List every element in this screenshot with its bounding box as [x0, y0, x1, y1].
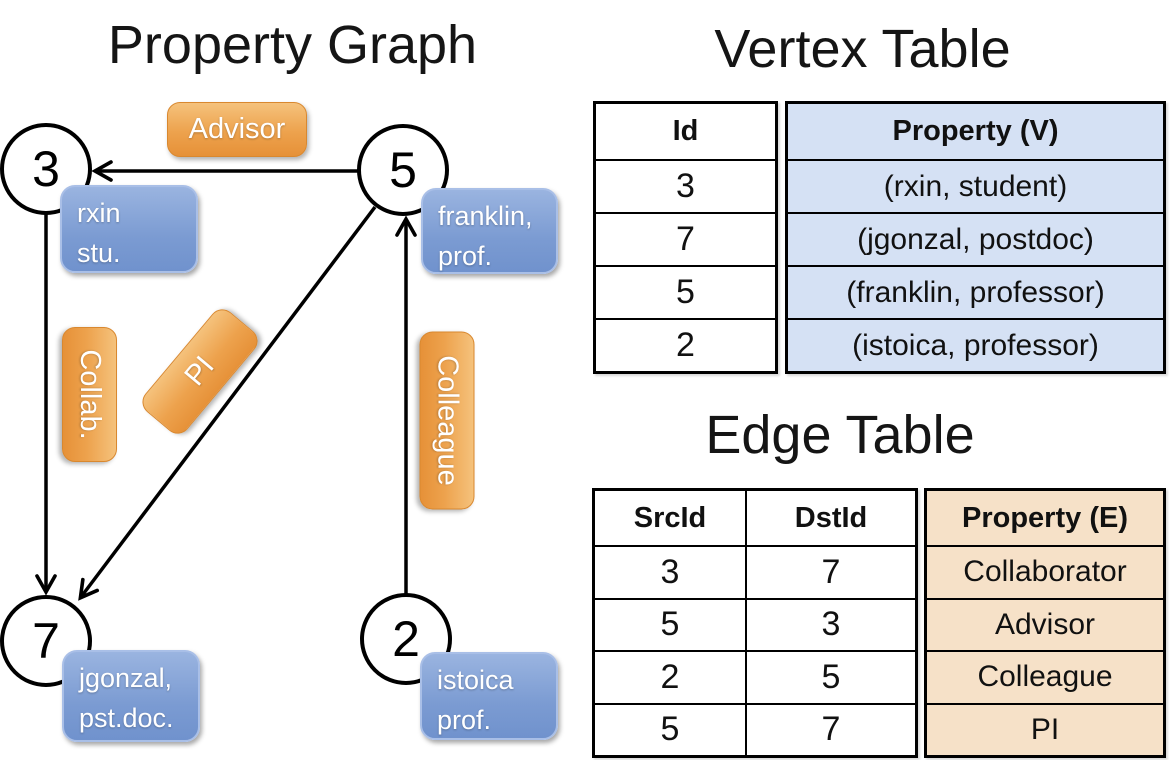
vertex-table-property-column: Property (V) (rxin, student) (jgonzal, p…	[785, 101, 1166, 374]
vertex-property-cell: (franklin, professor)	[788, 265, 1163, 318]
node-property-box-7: jgonzal, pst.doc.	[62, 650, 200, 742]
vertex-id-cell: 3	[596, 159, 775, 212]
edge-srcid-cell: 5	[595, 597, 745, 651]
node-id-3: 3	[32, 141, 60, 197]
node-id-5: 5	[389, 142, 417, 198]
edge-property-cell: Advisor	[927, 597, 1163, 650]
edge-arrow-5-to-7	[78, 205, 377, 601]
edge-label-collab: Collab.	[62, 327, 117, 462]
edge-property-cell: PI	[927, 702, 1163, 755]
edge-dstid-cell: 3	[745, 597, 915, 650]
vertex-id-cell: 2	[596, 318, 775, 371]
node-property-line: pst.doc.	[79, 703, 174, 733]
node-property-line: jgonzal,	[79, 663, 173, 693]
edge-table-title: Edge Table	[705, 405, 975, 465]
property-graph-title: Property Graph	[107, 15, 478, 75]
vertex-property-cell: (jgonzal, postdoc)	[788, 212, 1163, 265]
edge-dstid-cell: 5	[745, 650, 915, 703]
edge-col-header-srcid: SrcId	[633, 501, 707, 534]
edge-srcid-cell: 2	[595, 650, 745, 703]
edge-srcid-cell: 3	[595, 545, 745, 598]
edge-dstid-cell: 7	[745, 545, 915, 598]
edge-table-property-column: Property (E) Collaborator Advisor Collea…	[924, 488, 1166, 758]
vertex-id-cell: 5	[596, 265, 775, 318]
node-property-box-2: istoica prof.	[420, 652, 558, 740]
edge-label-colleague: Colleague	[419, 331, 475, 510]
node-property-line: istoica	[437, 665, 514, 695]
vertex-table-id-column: Id 3 7 5 2	[593, 101, 778, 374]
node-id-7: 7	[32, 613, 60, 669]
node-property-line: prof.	[438, 241, 493, 271]
vertex-col-header-id: Id	[672, 115, 699, 147]
vertex-property-cell: (istoica, professor)	[788, 318, 1163, 371]
node-property-line: franklin,	[438, 201, 533, 231]
edge-col-header-dstid: DstId	[745, 491, 915, 545]
edge-property-cell: Colleague	[927, 650, 1163, 703]
node-id-2: 2	[392, 611, 420, 667]
edge-col-header-property: Property (E)	[927, 491, 1163, 545]
node-property-line: rxin	[77, 198, 121, 228]
edge-dstid-cell: 7	[745, 702, 915, 755]
node-property-line: stu.	[77, 238, 121, 268]
edge-srcid-cell: 5	[595, 702, 745, 756]
edge-label-advisor: Advisor	[167, 102, 307, 157]
vertex-property-cell: (rxin, student)	[788, 159, 1163, 212]
node-property-box-3: rxin stu.	[60, 185, 198, 273]
vertex-table-title: Vertex Table	[714, 19, 1011, 79]
vertex-id-cell: 7	[596, 212, 775, 265]
edge-property-cell: Collaborator	[927, 545, 1163, 598]
node-property-line: prof.	[437, 705, 492, 735]
edge-table-id-columns: SrcId DstId 3 7 5 3 2 5 5 7	[592, 488, 918, 758]
vertex-col-header-property: Property (V)	[788, 104, 1163, 159]
node-property-box-5: franklin, prof.	[421, 188, 558, 274]
